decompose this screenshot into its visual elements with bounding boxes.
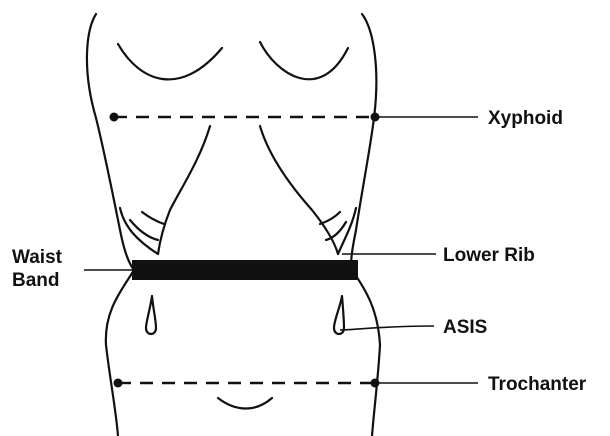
left-rib-crease-3 [142,212,164,224]
lower-rib-label: Lower Rib [443,245,535,266]
trochanter-label: Trochanter [488,374,587,395]
right-rib-line [260,126,338,254]
left-rib-crease-2 [130,220,158,240]
right-asis-mark [334,296,344,334]
left-chest-curve [118,44,222,79]
torso-right-outline [351,14,380,436]
trochanter-left-dot [114,379,123,388]
left-rib-crease-1 [120,208,158,254]
asis-leader [340,326,434,330]
waist-band-label-line2: Band [12,270,60,291]
waist-band [132,260,358,280]
right-rib-crease-3 [320,212,340,224]
xyphoid-label: Xyphoid [488,108,563,129]
waist-band-label-line1: Waist [12,247,63,268]
xyphoid-left-dot [110,113,119,122]
right-rib-crease-2 [326,222,346,240]
navel-curve [218,398,272,409]
right-chest-curve [260,42,348,79]
left-asis-mark [146,296,156,334]
asis-label: ASIS [443,317,487,338]
left-rib-line [158,126,210,254]
